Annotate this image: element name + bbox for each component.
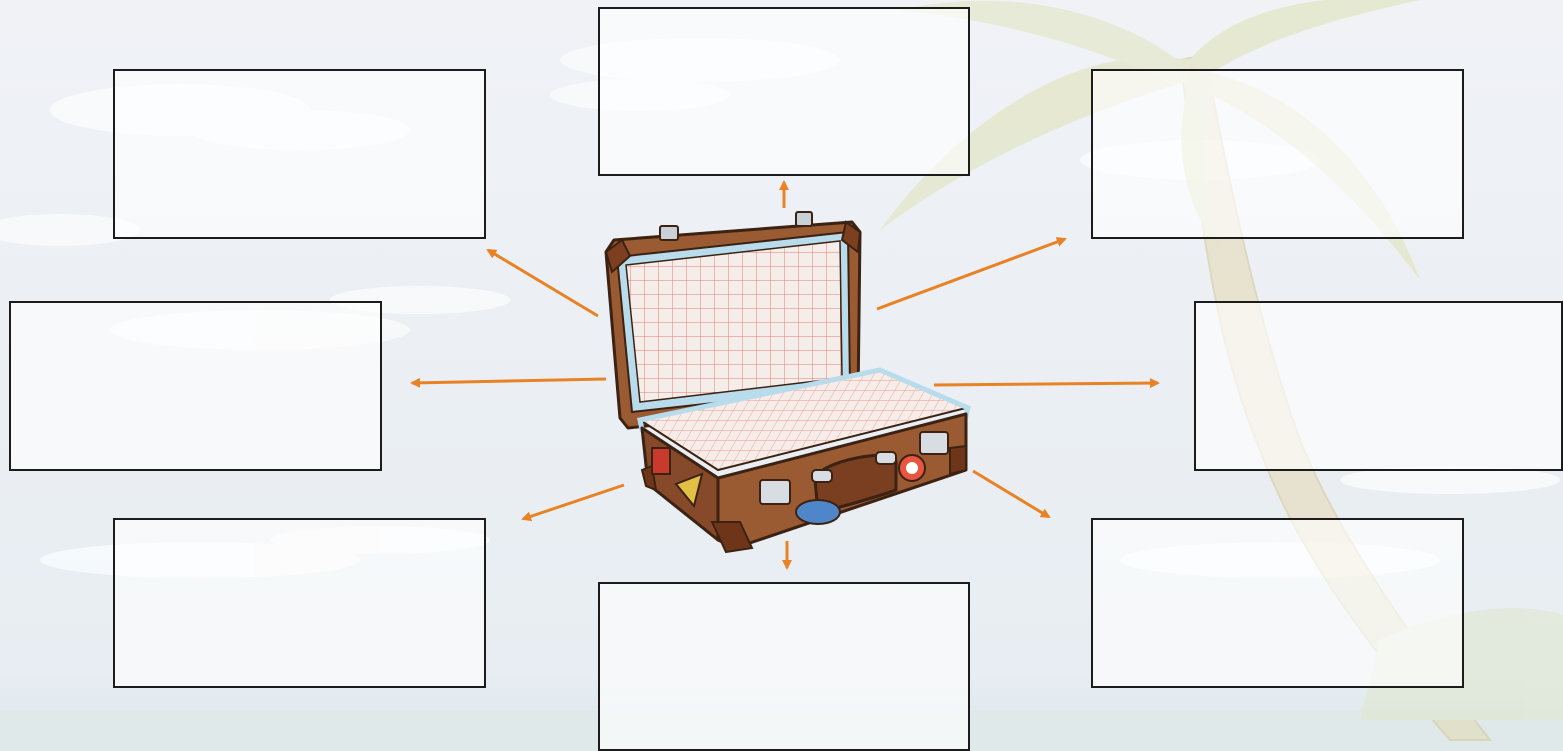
arrow-to-upper-right xyxy=(876,237,1067,311)
arrow-to-upper-left xyxy=(486,248,599,318)
answer-box-top[interactable] xyxy=(598,7,970,176)
arrow-to-mid-left xyxy=(410,377,607,388)
sticker-red xyxy=(651,447,671,475)
sticker-oval xyxy=(795,499,841,525)
arrow-to-lower-right xyxy=(972,469,1051,519)
base-corners xyxy=(640,444,967,554)
lock-right xyxy=(919,431,949,455)
answer-box-lower-right[interactable] xyxy=(1091,518,1464,688)
answer-box-mid-right[interactable] xyxy=(1194,301,1563,471)
answer-box-mid-left[interactable] xyxy=(9,301,382,471)
arrow-to-lower-left xyxy=(521,483,625,522)
answer-box-bottom[interactable] xyxy=(598,582,970,751)
lid-lining xyxy=(625,240,843,403)
suitcase-stickers xyxy=(651,447,926,525)
arrow-to-mid-right xyxy=(933,378,1160,389)
lock-left xyxy=(759,479,791,505)
suitcase-handle xyxy=(811,451,898,514)
palm-frond-top xyxy=(1190,0,1420,80)
arrows xyxy=(410,180,1160,570)
suitcase-locks xyxy=(759,431,949,505)
answer-box-upper-left[interactable] xyxy=(113,69,486,239)
suitcase-illustration xyxy=(604,211,971,554)
sticker-pennant xyxy=(674,472,704,509)
answer-box-lower-left[interactable] xyxy=(113,518,486,688)
lid-corners xyxy=(604,220,862,274)
lid-latches xyxy=(659,211,813,241)
answer-box-upper-right[interactable] xyxy=(1091,69,1464,239)
